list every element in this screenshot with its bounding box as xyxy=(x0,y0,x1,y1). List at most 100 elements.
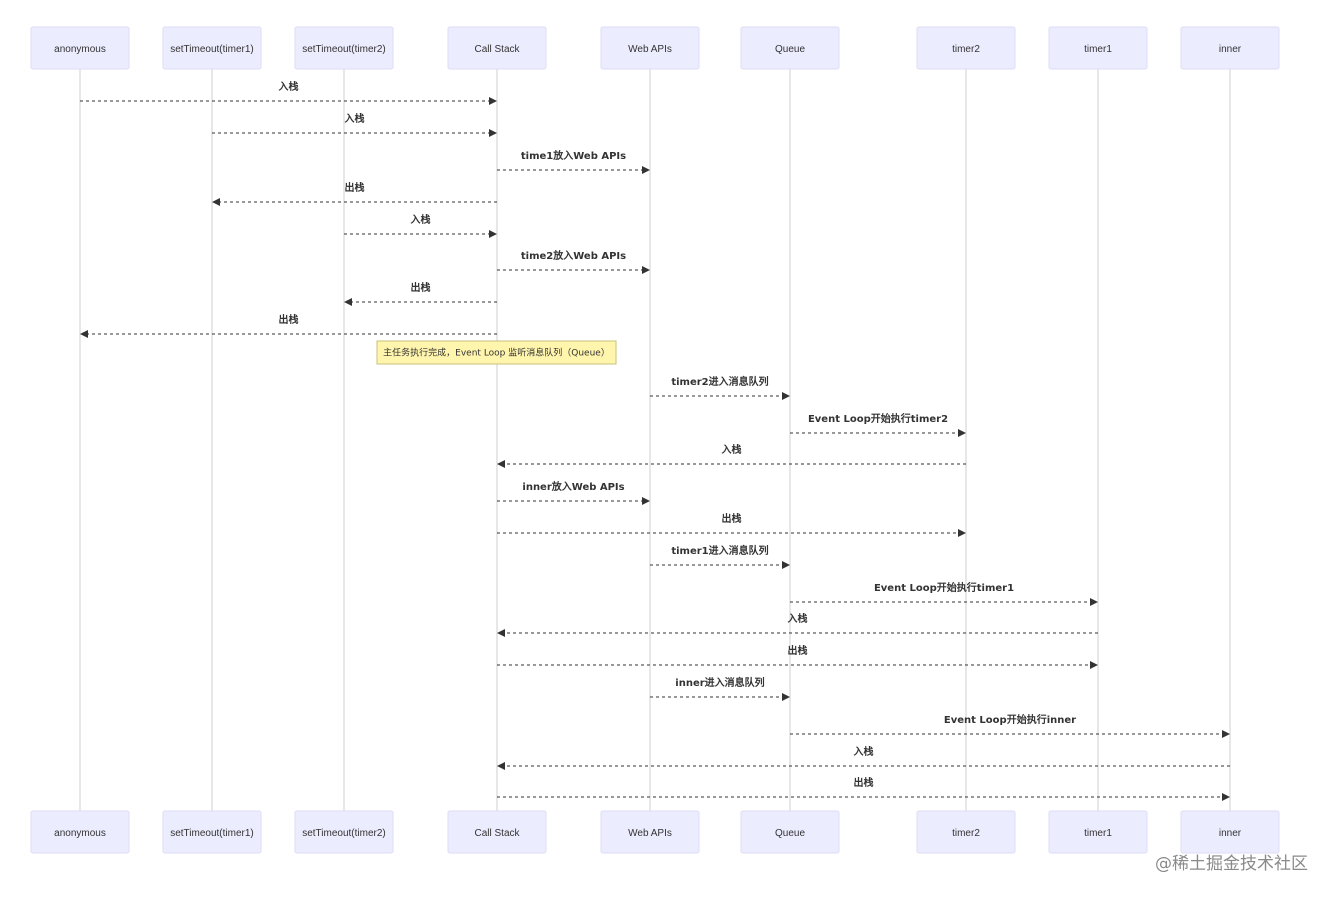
message-2: 入栈 xyxy=(212,112,497,137)
message-label: 出栈 xyxy=(279,313,299,326)
message-label: 入栈 xyxy=(345,112,365,125)
actor-label: timer1 xyxy=(1084,828,1112,839)
actor-rect xyxy=(916,26,1016,70)
actor-rect xyxy=(916,810,1016,854)
actor-label: anonymous xyxy=(54,44,106,55)
actor-label: setTimeout(timer1) xyxy=(170,44,254,55)
message-label: timer2进入消息队列 xyxy=(671,375,768,388)
note: 主任务执行完成，Event Loop 监听消息队列（Queue） xyxy=(376,340,617,365)
note-box xyxy=(376,340,617,365)
message-11: 入栈 xyxy=(497,443,966,468)
actor-rect xyxy=(162,26,262,70)
message-13: 出栈 xyxy=(497,512,966,537)
actor-label: inner xyxy=(1219,44,1242,55)
actor-box-top-webapis: Web APIs xyxy=(600,26,700,70)
message-5: 入栈 xyxy=(344,213,497,238)
actor-box-top-setTimeout1: setTimeout(timer1) xyxy=(162,26,262,70)
actor-box-bottom-webapis: Web APIs xyxy=(600,810,700,854)
actor-label: Queue xyxy=(775,44,805,55)
actor-box-top-timer2: timer2 xyxy=(916,26,1016,70)
actor-box-bottom-queue: Queue xyxy=(740,810,840,854)
actor-box-bottom-callstack: Call Stack xyxy=(447,810,547,854)
message-6: time2放入Web APIs xyxy=(497,249,650,274)
message-label: Event Loop开始执行timer2 xyxy=(808,412,948,425)
actor-rect xyxy=(162,810,262,854)
actor-rect xyxy=(30,26,130,70)
message-label: time2放入Web APIs xyxy=(521,249,626,262)
message-12: inner放入Web APIs xyxy=(497,480,650,505)
message-16: 入栈 xyxy=(497,612,1098,637)
message-9: timer2进入消息队列 xyxy=(650,375,790,400)
actor-label: timer1 xyxy=(1084,44,1112,55)
message-10: Event Loop开始执行timer2 xyxy=(790,412,966,437)
message-label: 入栈 xyxy=(279,80,299,93)
actor-label: setTimeout(timer1) xyxy=(170,828,254,839)
message-label: timer1进入消息队列 xyxy=(671,544,768,557)
message-14: timer1进入消息队列 xyxy=(650,544,790,569)
actor-label: anonymous xyxy=(54,828,106,839)
actor-box-bottom-timer1: timer1 xyxy=(1048,810,1148,854)
message-20: 入栈 xyxy=(497,745,1230,770)
message-8: 出栈 xyxy=(80,313,497,338)
actor-label: Queue xyxy=(775,828,805,839)
message-7: 出栈 xyxy=(344,281,497,306)
actor-rect xyxy=(1180,810,1280,854)
actor-box-top-setTimeout2: setTimeout(timer2) xyxy=(294,26,394,70)
message-label: 出栈 xyxy=(345,181,365,194)
actor-box-top-timer1: timer1 xyxy=(1048,26,1148,70)
message-label: inner进入消息队列 xyxy=(675,676,764,689)
message-17: 出栈 xyxy=(497,644,1098,669)
message-label: inner放入Web APIs xyxy=(522,480,624,493)
actor-rect xyxy=(1180,26,1280,70)
actor-box-top-queue: Queue xyxy=(740,26,840,70)
message-label: Event Loop开始执行inner xyxy=(944,713,1076,726)
actor-label: setTimeout(timer2) xyxy=(302,44,386,55)
message-3: time1放入Web APIs xyxy=(497,149,650,174)
message-15: Event Loop开始执行timer1 xyxy=(790,581,1098,606)
message-label: 入栈 xyxy=(722,443,742,456)
note-text: 主任务执行完成，Event Loop 监听消息队列（Queue） xyxy=(383,347,610,359)
actor-label: Web APIs xyxy=(628,828,672,839)
message-label: Event Loop开始执行timer1 xyxy=(874,581,1014,594)
actor-label: setTimeout(timer2) xyxy=(302,828,386,839)
actor-rect xyxy=(447,810,547,854)
actor-rect xyxy=(740,810,840,854)
actor-label: timer2 xyxy=(952,44,980,55)
message-4: 出栈 xyxy=(212,181,497,206)
message-label: 出栈 xyxy=(722,512,742,525)
actor-label: timer2 xyxy=(952,828,980,839)
message-1: 入栈 xyxy=(80,80,497,105)
message-label: 出栈 xyxy=(788,644,808,657)
actor-box-bottom-timer2: timer2 xyxy=(916,810,1016,854)
actor-rect xyxy=(294,810,394,854)
actor-box-top-anonymous: anonymous xyxy=(30,26,130,70)
actor-label: Call Stack xyxy=(474,828,520,839)
message-label: time1放入Web APIs xyxy=(521,149,626,162)
message-18: inner进入消息队列 xyxy=(650,676,790,701)
message-21: 出栈 xyxy=(497,776,1230,801)
actor-box-bottom-setTimeout1: setTimeout(timer1) xyxy=(162,810,262,854)
message-label: 入栈 xyxy=(788,612,808,625)
actor-label: Web APIs xyxy=(628,44,672,55)
actor-box-bottom-setTimeout2: setTimeout(timer2) xyxy=(294,810,394,854)
actor-rect xyxy=(447,26,547,70)
actor-rect xyxy=(1048,26,1148,70)
watermark-text: @稀土掘金技术社区 xyxy=(1155,854,1308,874)
actor-box-bottom-inner: inner xyxy=(1180,810,1280,854)
actor-rect xyxy=(1048,810,1148,854)
actor-rect xyxy=(600,810,700,854)
message-label: 出栈 xyxy=(411,281,431,294)
message-label: 入栈 xyxy=(854,745,874,758)
actor-box-top-callstack: Call Stack xyxy=(447,26,547,70)
message-label: 入栈 xyxy=(411,213,431,226)
actor-label: Call Stack xyxy=(474,44,520,55)
message-label: 出栈 xyxy=(854,776,874,789)
actor-label: inner xyxy=(1219,828,1242,839)
actor-rect xyxy=(600,26,700,70)
actor-box-top-inner: inner xyxy=(1180,26,1280,70)
message-19: Event Loop开始执行inner xyxy=(790,713,1230,738)
actor-box-bottom-anonymous: anonymous xyxy=(30,810,130,854)
actor-rect xyxy=(740,26,840,70)
